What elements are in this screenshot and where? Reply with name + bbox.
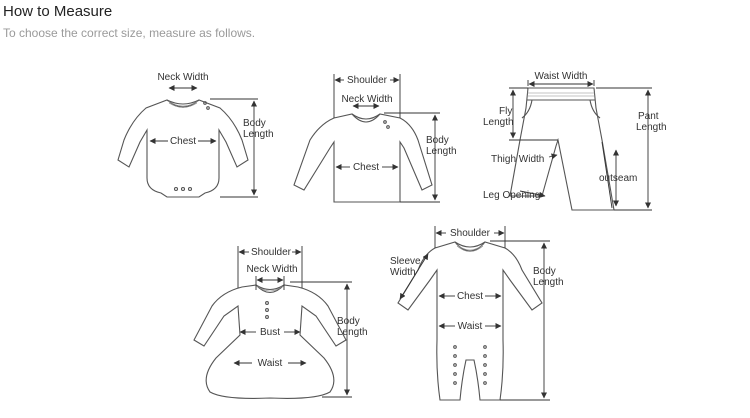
dress-shoulder-label: Shoulder <box>251 247 292 258</box>
dress-waist-label: Waist <box>258 358 283 369</box>
romper-collar <box>454 241 486 252</box>
pants-diagram: Waist Width Fly Length Pant Length Thigh… <box>483 71 667 211</box>
page-title: How to Measure <box>3 3 113 20</box>
dress-bust-label: Bust <box>260 327 280 338</box>
dress-neck-width-label: Neck Width <box>246 264 297 275</box>
bodysuit-chest-label: Chest <box>170 136 196 147</box>
pants-thigh-width-label: Thigh Width <box>491 154 544 165</box>
romper-body-label: Body <box>533 266 556 277</box>
tshirt-shoulder-label: Shoulder <box>347 75 388 86</box>
page-subtitle: To choose the correct size, measure as f… <box>3 26 256 40</box>
dress-length-label: Length <box>337 327 368 338</box>
romper-width-label: Width <box>390 267 416 278</box>
dress-outline <box>193 284 347 399</box>
romper-shoulder-label: Shoulder <box>450 228 491 239</box>
pants-outseam-label: outseam <box>599 173 637 184</box>
tshirt-length-label: Length <box>426 146 457 157</box>
romper-waist-label: Waist <box>458 321 483 332</box>
romper-chest-label: Chest <box>457 291 483 302</box>
pants-fly-length-label: Length <box>483 117 514 128</box>
tshirt-collar <box>351 113 381 123</box>
bodysuit-outline <box>117 99 249 198</box>
pants-pant-length-label: Length <box>636 122 667 133</box>
pants-fly-label: Fly <box>499 106 512 117</box>
tshirt-neck-width-label: Neck Width <box>341 94 392 105</box>
romper-sleeve-label: Sleeve <box>390 256 421 267</box>
bodysuit-length-label: Length <box>243 129 274 140</box>
tshirt-chest-label: Chest <box>353 162 379 173</box>
bodysuit-body-label: Body <box>243 118 266 129</box>
dress-body-label: Body <box>337 316 360 327</box>
pants-pant-label: Pant <box>638 111 659 122</box>
bodysuit-diagram: Neck Width Chest Body Length <box>117 72 274 198</box>
dress-diagram: Shoulder Neck Width Bust Waist Body Leng… <box>193 246 368 399</box>
romper-outline <box>397 241 543 401</box>
bodysuit-neck-width-label: Neck Width <box>157 72 208 83</box>
tshirt-outline <box>293 113 433 203</box>
tshirt-diagram: Shoulder Neck Width Chest Body Length <box>293 74 457 203</box>
pants-waist-width-label: Waist Width <box>535 71 588 82</box>
pants-leg-opening-label: Leg Opening <box>483 190 540 201</box>
romper-diagram: Shoulder Sleeve Width Chest Waist Body L… <box>390 226 564 401</box>
romper-length-label: Length <box>533 277 564 288</box>
tshirt-body-label: Body <box>426 135 449 146</box>
